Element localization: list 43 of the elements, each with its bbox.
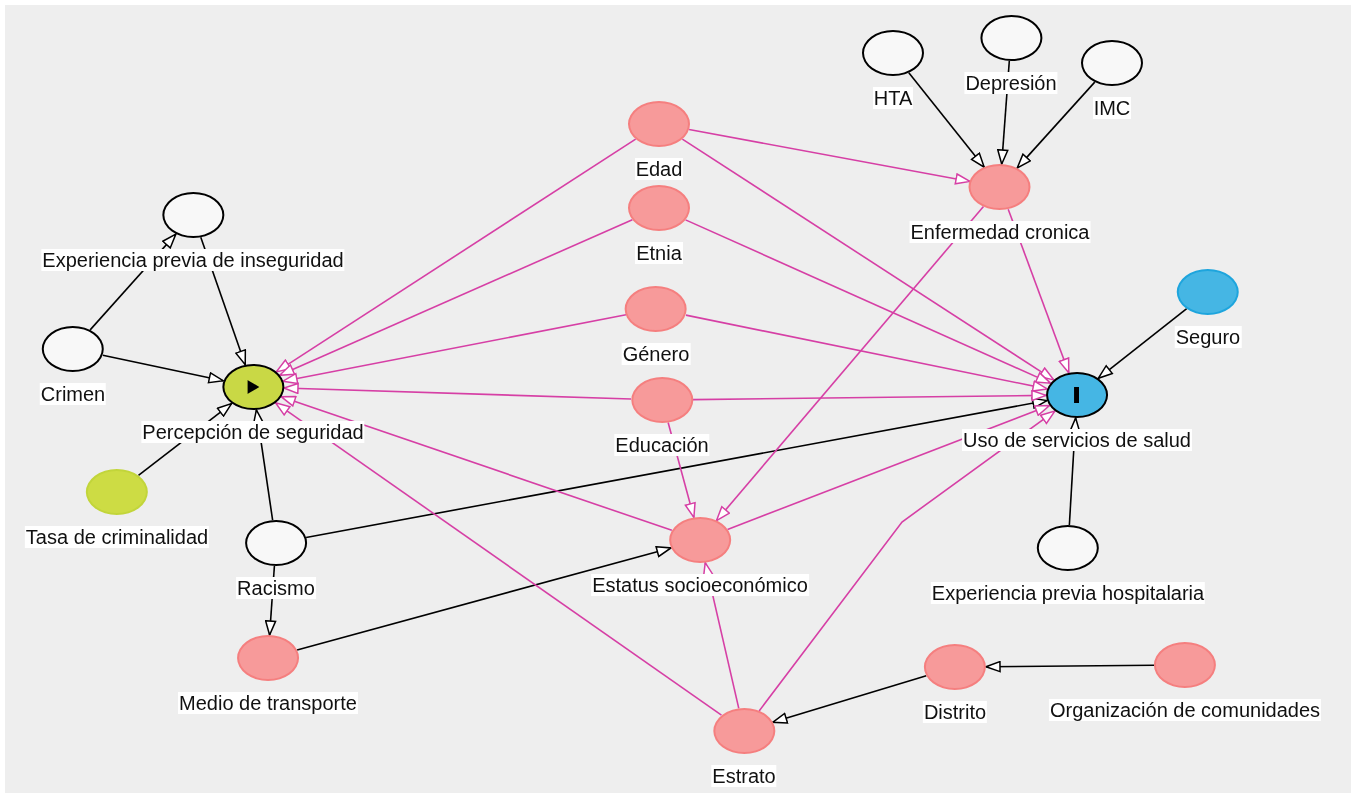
arrow [681,138,1055,381]
arrow [908,72,985,168]
arrow [684,219,1052,384]
node-label: Etnia [635,242,683,264]
arrow [692,389,1047,402]
node-label: Tasa de criminalidad [24,526,210,548]
arrow [1016,81,1096,169]
arrow [726,404,1051,531]
node-label: Experiencia previa hospitalaria [930,582,1206,604]
node-label: Seguro [1174,326,1242,348]
arrow [771,674,928,724]
arrow [296,546,672,651]
arrow [278,218,634,377]
node-label: Enfermedad cronica [909,221,1091,243]
arrow [275,138,637,373]
arrow [985,660,1155,673]
node-label: Depresión [964,72,1058,94]
node-label: Medio de transporte [178,692,358,714]
arrow [282,314,627,385]
node-label: Crimen [39,383,107,405]
node-label: Género [621,343,691,365]
node-label: Estrato [711,765,777,787]
arrow [280,395,673,532]
arrow [685,314,1048,392]
node-label: IMC [1092,97,1132,119]
node-label: HTA [872,87,914,109]
node-label: Estatus socioeconómico [591,574,809,596]
arrow [758,410,1056,712]
arrow [102,354,224,384]
node-label: Uso de servicios de salud [962,429,1192,451]
node-label: Edad [634,158,684,180]
arrow [715,205,985,522]
node-label: Racismo [236,577,316,599]
node-label: Educación [614,434,710,456]
arrow [1097,307,1188,380]
arrow [305,397,1048,539]
arrow [274,402,723,716]
node-label: Distrito [922,701,988,723]
node-label: Percepción de seguridad [141,421,365,443]
node-label: Experiencia previa de inseguridad [41,249,345,271]
arrow [688,128,971,185]
arrow [283,382,632,400]
node-label: Organización de comunidades [1048,699,1322,721]
